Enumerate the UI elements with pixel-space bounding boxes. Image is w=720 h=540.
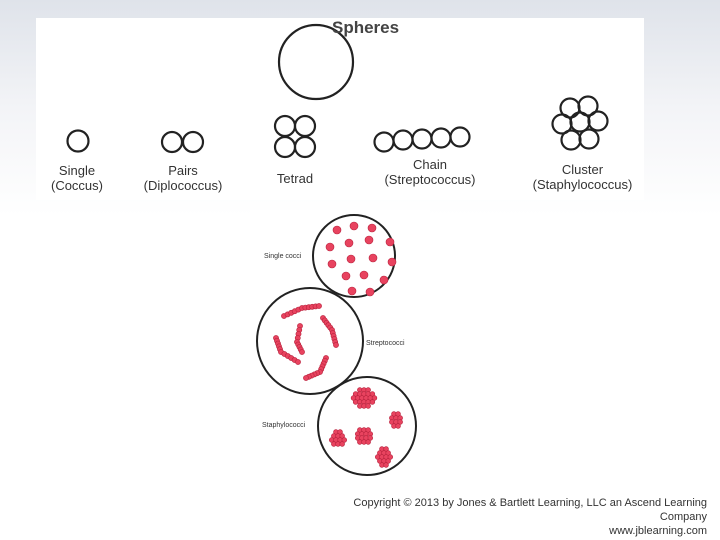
- staphylococcus-cell: [339, 441, 345, 447]
- staphylococcus-cell: [369, 399, 376, 405]
- coccus-cell: [379, 275, 389, 285]
- coccus-cell: [385, 237, 395, 247]
- staphylococcus-cell: [365, 439, 371, 445]
- diplococcus-icon-right: [181, 130, 205, 154]
- coccus-cell: [359, 270, 369, 280]
- streptococcus-cell: [333, 342, 339, 348]
- streptococcus-cell: [299, 349, 305, 355]
- label-cluster: Cluster (Staphylococcus): [532, 162, 633, 192]
- staphylococcus-cell: [365, 403, 371, 409]
- staphylococci-field: [317, 376, 417, 476]
- streptococcus-cell: [303, 375, 309, 381]
- streptococcus-cell: [295, 359, 301, 365]
- label-single: Single (Coccus): [50, 163, 103, 193]
- coccus-cell: [327, 259, 337, 269]
- staphylococci-cells: [329, 387, 403, 468]
- coccus-cell: [367, 223, 377, 233]
- copyright-line: Copyright © 2013 by Jones & Bartlett Lea…: [353, 497, 707, 523]
- streptococci-cells: [273, 303, 339, 381]
- single-cocci-cells: [325, 221, 397, 297]
- coccus-cell: [387, 257, 397, 267]
- coccus-cell: [347, 286, 357, 296]
- coccus-cell: [365, 287, 375, 297]
- coccus-cell: [346, 254, 356, 264]
- coccus-cell: [349, 221, 359, 231]
- streptococcus-cell: [316, 303, 322, 309]
- staphylococcus-cell: [395, 423, 401, 429]
- staphylococcus-cell: [383, 462, 389, 468]
- staphylococci-label: Staphylococci: [262, 422, 306, 429]
- coccus-cell: [341, 271, 351, 281]
- coccus-cell: [344, 238, 354, 248]
- publisher-url: www.jblearning.com: [609, 525, 707, 537]
- coccus-cell: [332, 225, 342, 235]
- coccus-cell: [325, 242, 335, 252]
- copyright-notice: Copyright © 2013 by Jones & Bartlett Lea…: [312, 496, 707, 538]
- spheres-title: Spheres: [332, 18, 400, 37]
- label-tetrad: Tetrad: [276, 171, 314, 186]
- label-pairs: Pairs (Diplococcus): [143, 163, 223, 193]
- single-cocci-label: Single cocci: [264, 253, 302, 260]
- sphere-arrangements-panel: [36, 18, 644, 200]
- streptococci-label: Streptococci: [366, 340, 405, 347]
- coccus-cell: [364, 235, 374, 245]
- single-coccus-icon: [66, 129, 90, 153]
- coccus-cell: [368, 253, 378, 263]
- large-sphere-icon: [277, 23, 355, 101]
- label-chain: Chain (Streptococcus): [384, 157, 476, 187]
